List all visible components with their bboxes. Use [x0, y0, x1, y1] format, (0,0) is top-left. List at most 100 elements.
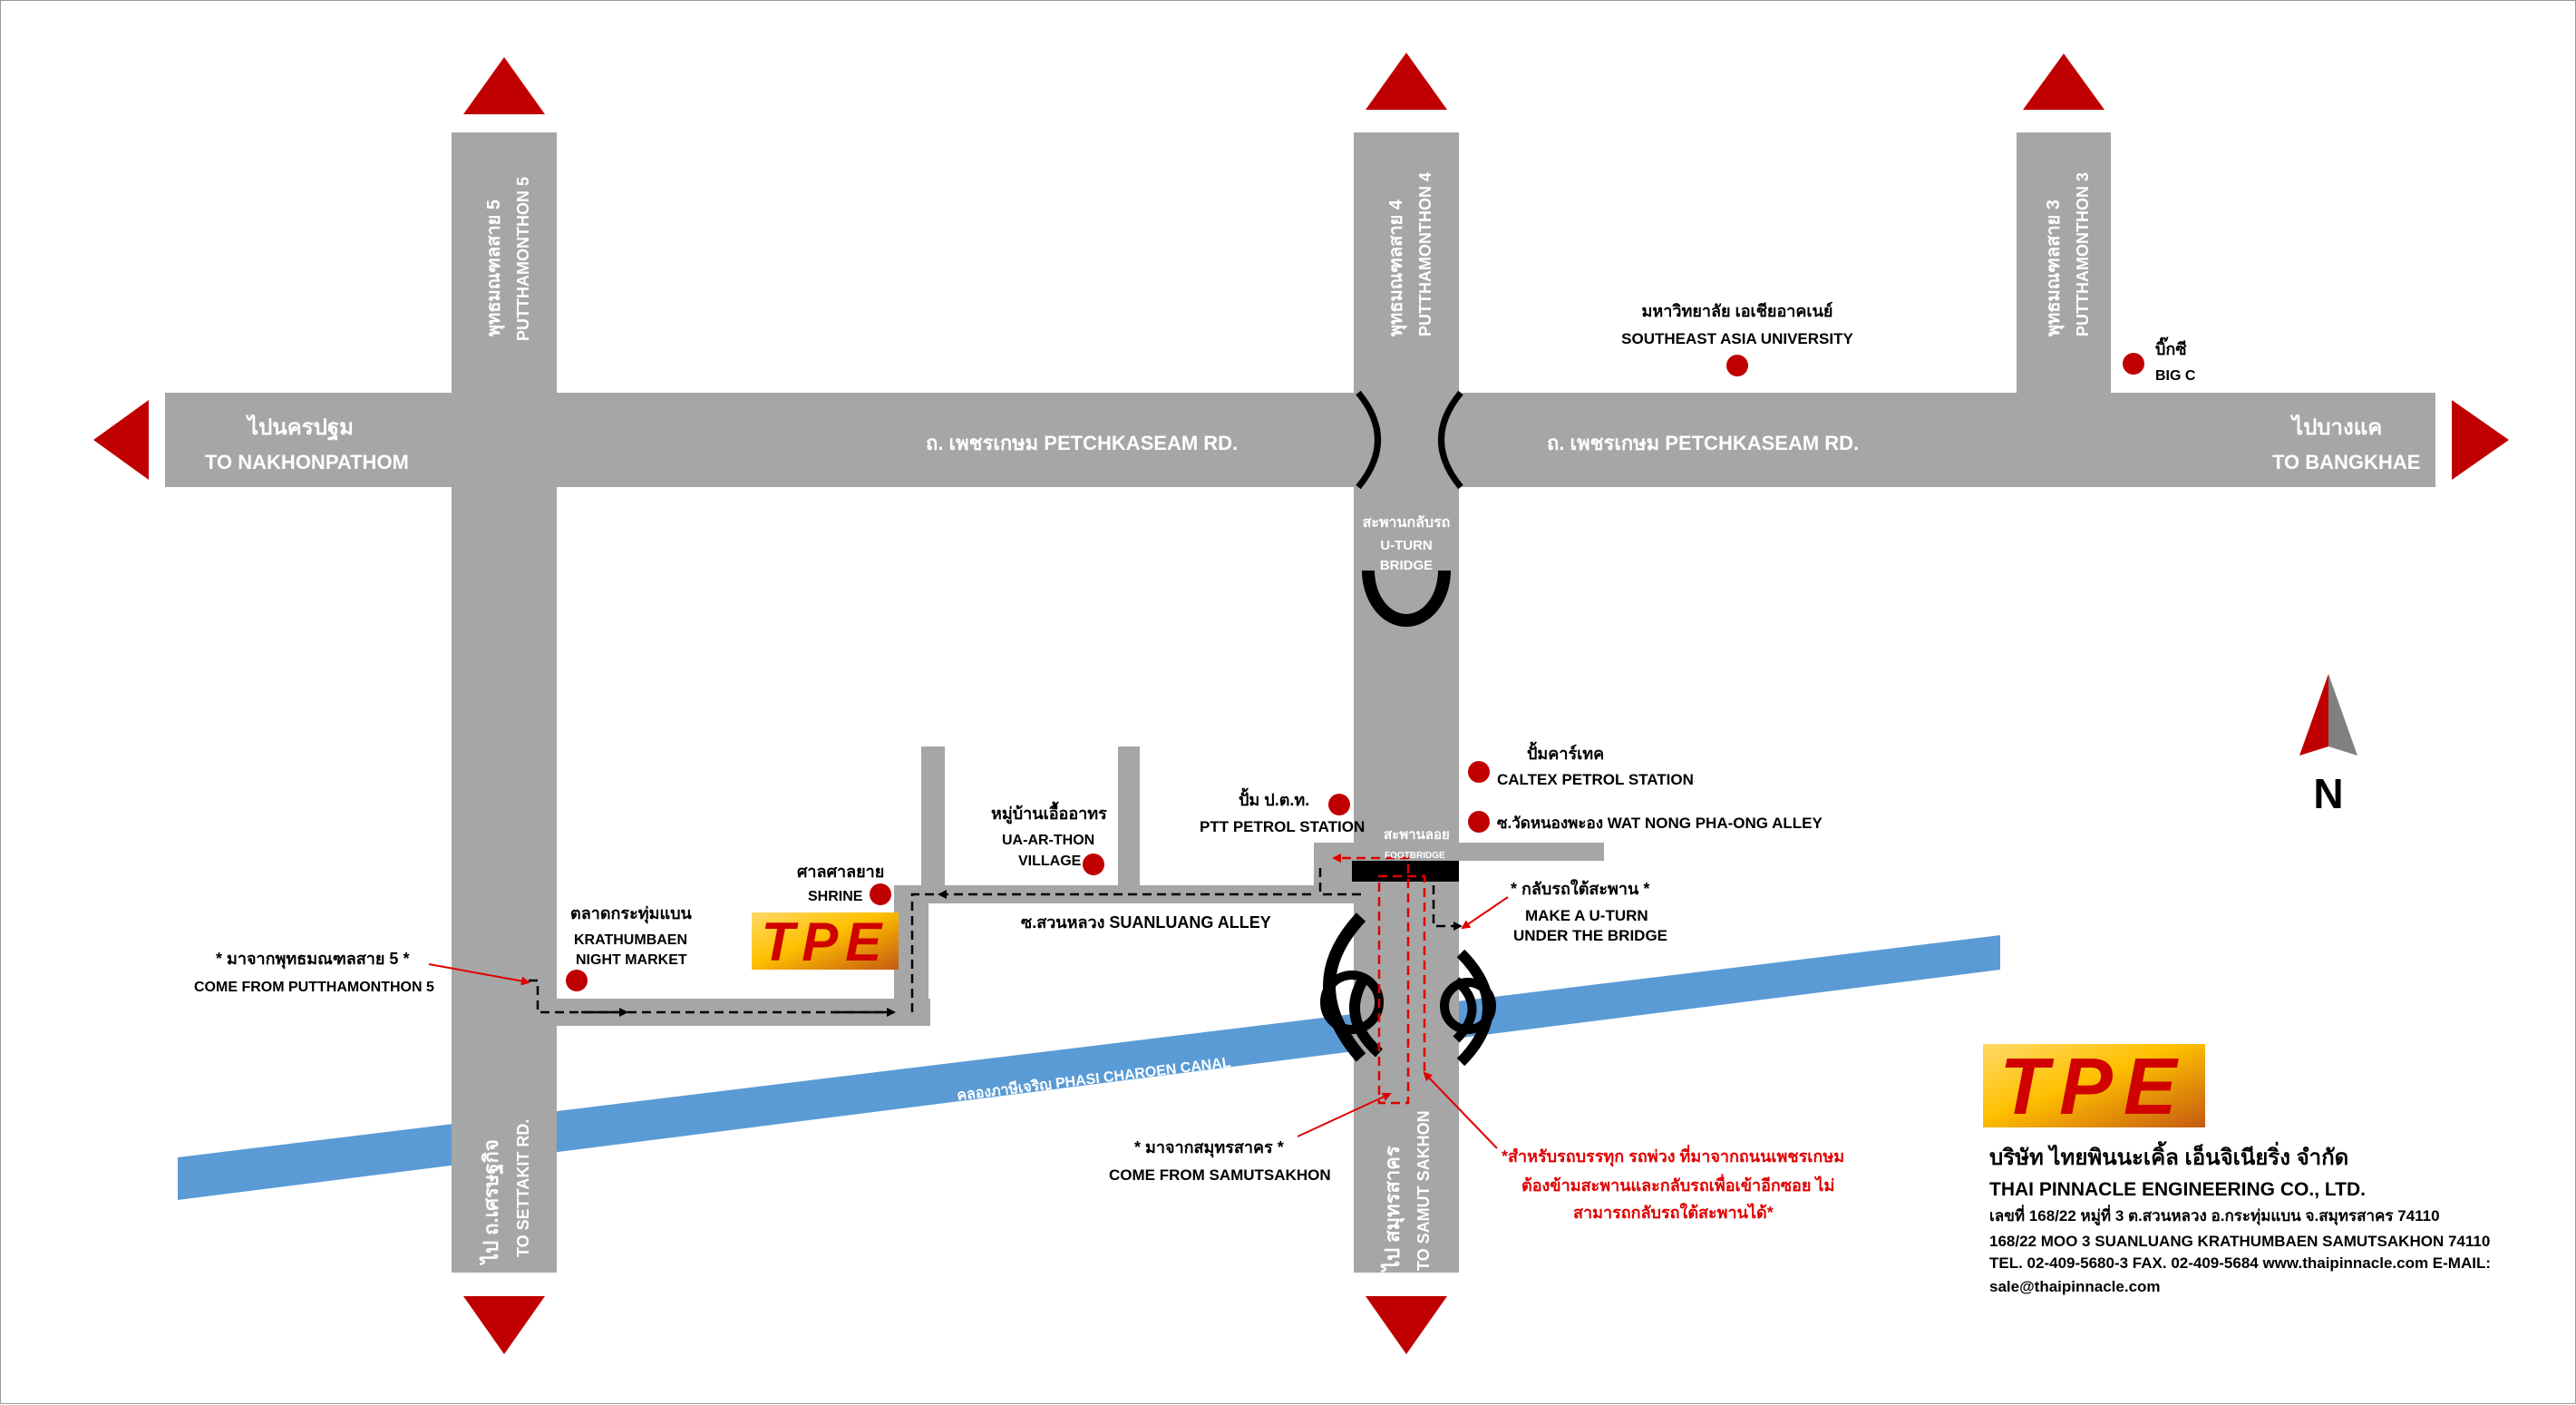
canal-bridge-pier-east: [1440, 978, 1496, 1034]
canal-bridge-west-inner: [1349, 972, 1384, 1058]
label-shrine-en: SHRINE: [808, 889, 863, 904]
label-p3-en: PUTTHAMONTHON 3: [2074, 172, 2092, 337]
uturn-bridge-loop: [1362, 570, 1451, 627]
note-uturn-en-2: UNDER THE BRIDGE: [1513, 927, 1667, 944]
label-footbridge-en: FOOTBRIDGE: [1385, 851, 1445, 861]
label-caltex-th: ปั้มคาร์เทค: [1527, 741, 1604, 763]
label-shrine-th: ศาลศาลยาย: [797, 863, 884, 881]
label-samutsakhon-th: ไป สมุทรสาคร: [1380, 1146, 1405, 1273]
label-market-en-1: KRATHUMBAEN: [574, 932, 687, 948]
route-path-uturn-east: [1432, 885, 1463, 931]
label-caltex-en: CALTEX PETROL STATION: [1497, 771, 1694, 788]
putthamonthon5-road: [452, 132, 557, 1273]
label-sau-en: SOUTHEAST ASIA UNIVERSITY: [1621, 330, 1853, 347]
label-uturn-bridge-th: สะพานกลับรถ: [1363, 514, 1451, 531]
route-path-p5: [529, 979, 894, 1014]
label-village-en-2: VILLAGE: [1018, 854, 1082, 869]
label-settakit-th: ไป ถ.เศรษฐกิจ: [479, 1139, 504, 1265]
label-village-en-1: UA-AR-THON: [1002, 833, 1094, 848]
label-p5-en: PUTTHAMONTHON 5: [514, 177, 532, 341]
label-suanluang-alley: ซ.สวนหลวง SUANLUANG ALLEY: [1021, 913, 1271, 932]
north-stub-road: [1118, 746, 1140, 892]
poi-dot-shrine: [870, 883, 891, 905]
bridge-arc-east: [1438, 390, 1463, 490]
pointer-from-samut: [1297, 1092, 1392, 1137]
route-path-samut: [1332, 854, 1426, 1105]
company-address-en: 168/22 MOO 3 SUANLUANG KRATHUMBAEN SAMUT…: [1989, 1233, 2490, 1250]
company-contact: TEL. 02-409-5680-3 FAX. 02-409-5684 www.…: [1989, 1254, 2491, 1272]
arrow-up-p5: [463, 57, 545, 114]
note-from-samut-en: COME FROM SAMUTSAKHON: [1109, 1166, 1331, 1184]
label-to-nakhonpathom-en: TO NAKHONPATHOM: [205, 451, 409, 473]
note-uturn-en-1: MAKE A U-TURN: [1525, 907, 1648, 924]
putthamonthon3-road: [2017, 132, 2111, 395]
note-uturn-th: * กลับรถใต้สะพาน *: [1511, 879, 1649, 898]
note-truck-2: ต้องข้ามสะพานและกลับรถเพื่อเข้าอีกซอย ไม…: [1521, 1174, 1834, 1195]
label-ptt-en: PTT PETROL STATION: [1200, 818, 1365, 835]
label-p4-en: PUTTHAMONTHON 4: [1416, 172, 1434, 337]
label-p5-th: พุทธมณฑลสาย 5: [484, 200, 505, 337]
route-path-alley-east: [1318, 867, 1361, 896]
poi-dot-sau: [1726, 355, 1748, 376]
phasi-charoen-canal: [178, 935, 2000, 1200]
company-email: sale@thaipinnacle.com: [1989, 1278, 2161, 1295]
arrow-up-p4: [1366, 53, 1447, 110]
poi-dot-ptt: [1328, 794, 1350, 815]
arrow-right-bangkhae: [2452, 400, 2509, 480]
poi-dot-bigc: [2123, 353, 2144, 375]
compass-label: N: [2313, 770, 2343, 817]
putthamonthon4-road: [1354, 132, 1459, 1273]
label-uturn-bridge-en-1: U-TURN: [1380, 538, 1433, 553]
note-from-p5-en: COME FROM PUTTHAMONTHON 5: [194, 980, 434, 995]
company-name-en: THAI PINNACLE ENGINEERING CO., LTD.: [1989, 1179, 2366, 1200]
note-from-p5-th: * มาจากพุทธมณฑลสาย 5 *: [216, 950, 409, 970]
label-settakit-en: TO SETTAKIT RD.: [514, 1119, 532, 1257]
note-truck-3: สามารถกลับรถใต้สะพานได้*: [1573, 1203, 1774, 1222]
company-tpe-logo-background: [1983, 1044, 2205, 1127]
route-path-alley-west: [910, 893, 935, 1012]
label-to-nakhonpathom-th: ไปนครปฐม: [245, 414, 354, 442]
note-truck-1: *สำหรับรถบรรทุก รถพ่วง ที่มาจากถนนเพชรเก…: [1502, 1145, 1844, 1167]
poi-dot-caltex: [1468, 761, 1490, 783]
suanluang18-road: [921, 746, 945, 892]
company-name-th: บริษัท ไทยพินนะเคิ้ล เอ็นจิเนียริ่ง จำกั…: [1989, 1140, 2348, 1170]
label-sau-th: มหาวิทยาลัย เอเชียอาคเนย์: [1642, 301, 1833, 320]
label-suanluang18: สวนหลวง ซ. 18SUAN LUANG 18: [946, 678, 960, 867]
label-p3-th: พุทธมณฑลสาย 3: [2044, 200, 2065, 337]
arrow-down-p4: [1366, 1296, 1447, 1354]
label-market-en-2: NIGHT MARKET: [576, 952, 687, 968]
label-market-th: ตลาดกระทุ่มแบน: [570, 904, 693, 924]
bridge-arc-west: [1356, 390, 1381, 490]
pointer-uturn: [1461, 896, 1509, 930]
note-from-samut-th: * มาจากสมุทรสาคร *: [1134, 1138, 1284, 1158]
label-village-th: หมู่บ้านเอื้ออาทร: [991, 801, 1107, 824]
company-tpe-logo: TPE: [1999, 1041, 2187, 1131]
arrow-left-nakhonpathom: [93, 400, 149, 480]
label-uturn-bridge-en-2: BRIDGE: [1380, 558, 1433, 573]
north-compass-icon: [2299, 674, 2357, 756]
label-ptt-th: ปั้ม ป.ต.ท.: [1239, 787, 1309, 809]
footbridge: [1352, 861, 1459, 882]
watnong-alley-road: [1314, 843, 1604, 861]
label-watnong: ซ.วัดหนองพะอง WAT NONG PHA-ONG ALLEY: [1497, 815, 1823, 832]
label-petchkaseam-west: ถ. เพชรเกษม PETCHKASEAM RD.: [926, 432, 1238, 454]
map-tpe-logo-background: [752, 912, 899, 970]
poi-dot-village: [1083, 854, 1104, 875]
company-address-th: เลขที่ 168/22 หมู่ที่ 3 ต.สวนหลวง อ.กระท…: [1989, 1205, 2440, 1226]
label-p4-th: พุทธมณฑลสาย 4: [1386, 199, 1407, 337]
label-footbridge-th: สะพานลอย: [1384, 827, 1450, 843]
pointer-from-p5: [428, 963, 530, 986]
label-to-bangkhae-en: TO BANGKHAE: [2272, 451, 2420, 473]
pointer-truck: [1423, 1071, 1498, 1149]
label-to-bangkhae-th: ไปบางแค: [2289, 414, 2382, 440]
label-petchkaseam-east: ถ. เพชรเกษม PETCHKASEAM RD.: [1547, 432, 1859, 454]
poi-dot-market: [566, 970, 588, 991]
poi-dot-watnong: [1468, 811, 1490, 833]
arrow-down-p5: [463, 1296, 545, 1354]
arrow-up-p3: [2023, 54, 2105, 110]
label-samutsakhon-en: TO SAMUT SAKHON: [1414, 1110, 1433, 1271]
label-bigc-en: BIG C: [2155, 368, 2196, 384]
map-tpe-logo: TPE: [762, 912, 889, 972]
